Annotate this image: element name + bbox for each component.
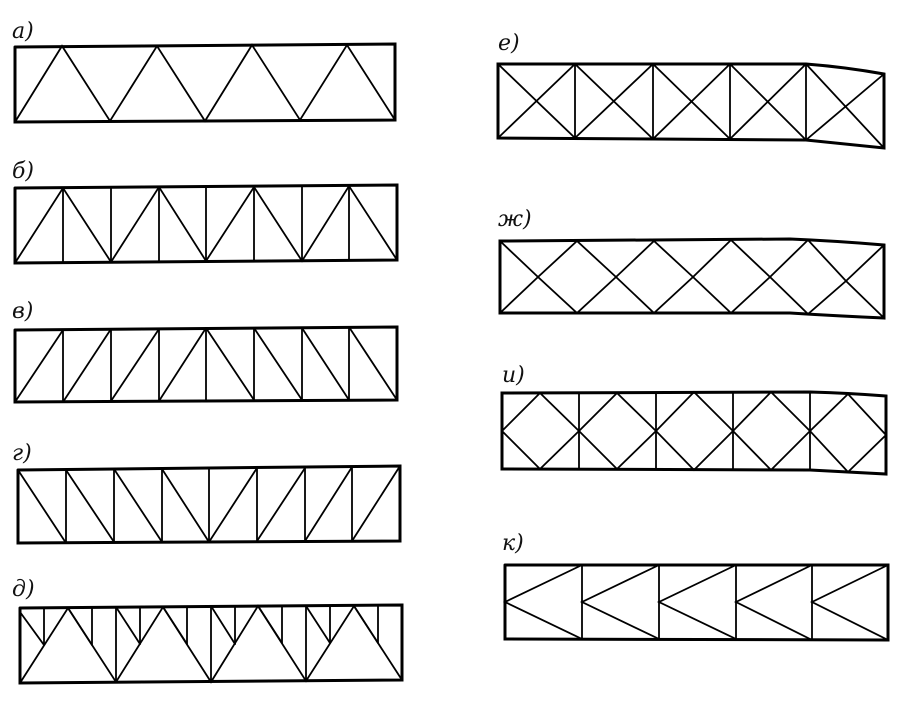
truss-a-web [14, 43, 396, 123]
truss-member [19, 611, 45, 646]
truss-member [574, 63, 654, 139]
truss-b-web [14, 184, 398, 264]
truss-k-web [502, 564, 889, 641]
truss-panel-e: е) [496, 31, 886, 150]
truss-member [14, 43, 396, 123]
truss-a-chords [13, 42, 397, 124]
truss-e-frame [496, 62, 886, 150]
truss-panel-k: к) [502, 531, 890, 642]
truss-member [652, 63, 731, 140]
truss-member [161, 468, 210, 543]
truss-member [501, 390, 887, 436]
truss-member [301, 327, 350, 401]
truss-member [67, 607, 93, 646]
truss-member [162, 606, 188, 645]
truss-member [729, 63, 807, 140]
truss-g-web [17, 465, 401, 544]
truss-e-web [497, 63, 885, 149]
panel-label-b: б) [12, 159, 34, 184]
truss-member [656, 564, 737, 640]
truss-member [502, 564, 583, 640]
truss-g-frame [16, 464, 402, 545]
truss-member [158, 327, 207, 402]
truss-member [304, 466, 353, 542]
truss-member [62, 328, 112, 403]
truss-zh-web [499, 238, 885, 319]
truss-i-web [501, 390, 887, 474]
truss-member [353, 605, 379, 644]
panel-label-a: а) [12, 19, 34, 44]
panel-label-d: д) [12, 577, 35, 602]
truss-member [210, 605, 236, 645]
truss-member [205, 327, 255, 401]
truss-panel-zh: ж) [498, 207, 886, 320]
truss-member [257, 605, 283, 644]
truss-member [348, 326, 398, 401]
truss-member [17, 469, 67, 544]
truss-member [253, 327, 303, 401]
panel-label-zh: ж) [498, 207, 532, 232]
truss-member [733, 564, 813, 641]
truss-panel-a: а) [12, 19, 397, 124]
truss-i-frame [500, 390, 888, 476]
truss-panel-b: б) [12, 159, 399, 265]
truss-member [501, 429, 887, 474]
truss-member [805, 73, 885, 141]
truss-member [499, 238, 885, 316]
truss-member [113, 468, 163, 543]
truss-v-web [14, 326, 398, 403]
panel-label-k: к) [502, 531, 524, 556]
truss-a-frame [13, 42, 397, 124]
truss-panel-v: в) [12, 299, 399, 404]
truss-member [351, 465, 401, 542]
truss-member [115, 606, 141, 645]
panel-label-e: е) [498, 31, 520, 56]
truss-panel-g: г) [12, 441, 402, 545]
truss-d-web [19, 604, 403, 684]
truss-member [256, 467, 306, 542]
truss-member [65, 469, 115, 543]
panel-label-g: г) [12, 441, 32, 466]
truss-member [14, 329, 64, 403]
truss-panel-d: д) [12, 577, 404, 685]
truss-member [579, 564, 660, 640]
truss-member [208, 467, 258, 543]
truss-member [110, 328, 160, 402]
panel-label-v: в) [12, 299, 33, 324]
truss-member [497, 63, 576, 139]
truss-member [809, 564, 889, 641]
truss-panel-i: и) [500, 363, 888, 476]
truss-member [305, 605, 331, 644]
panel-label-i: и) [502, 363, 525, 388]
